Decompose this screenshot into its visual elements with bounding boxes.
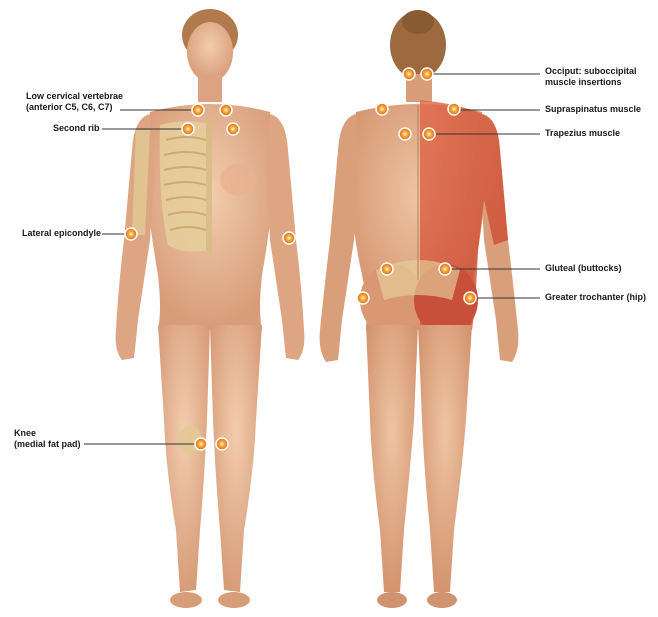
tender-point-icon (192, 104, 204, 116)
tender-point-icon (399, 128, 411, 140)
tender-point-icon (195, 438, 207, 450)
label-knee-line2: (medial fat pad) (14, 439, 81, 450)
label-greater-trochanter: Greater trochanter (hip) (545, 292, 646, 303)
tender-point-icon (220, 104, 232, 116)
tender-point-icon (227, 123, 239, 135)
tender-point-icon (421, 68, 433, 80)
tender-point-icon (376, 103, 388, 115)
front-foot-left (170, 592, 202, 608)
back-leg-left (366, 325, 418, 592)
tender-point-icon (403, 68, 415, 80)
label-second-rib: Second rib (53, 123, 100, 134)
front-leg-right (210, 325, 262, 592)
label-low-cervical-vertebrae: Low cervical vertebrae (anterior C5, C6,… (26, 91, 123, 113)
back-hair-bun (402, 10, 434, 34)
label-occiput-line1: Occiput: suboccipital (545, 66, 637, 77)
tender-point-icon (182, 123, 194, 135)
front-neck (198, 76, 222, 102)
front-foot-right (218, 592, 250, 608)
label-gluteal: Gluteal (buttocks) (545, 263, 622, 274)
label-low-cervical-line1: Low cervical vertebrae (26, 91, 123, 102)
tender-point-icon (216, 438, 228, 450)
tender-point-icon (125, 228, 137, 240)
tender-point-icon (423, 128, 435, 140)
back-leg-right (418, 325, 472, 592)
front-chest-shading (220, 164, 256, 196)
label-occiput-line2: muscle insertions (545, 77, 637, 88)
tender-point-icon (357, 292, 369, 304)
tender-point-icon (283, 232, 295, 244)
tender-point-icon (439, 263, 451, 275)
back-arm-left (320, 114, 358, 362)
label-knee: Knee (medial fat pad) (14, 428, 81, 450)
label-lateral-epicondyle: Lateral epicondyle (22, 228, 101, 239)
label-occiput: Occiput: suboccipital muscle insertions (545, 66, 637, 88)
label-supraspinatus: Supraspinatus muscle (545, 104, 641, 115)
label-knee-line1: Knee (14, 428, 81, 439)
tender-point-icon (448, 103, 460, 115)
back-figure (320, 10, 519, 608)
tender-point-icon (381, 263, 393, 275)
front-leg-left (158, 325, 210, 592)
back-foot-left (377, 592, 407, 608)
label-low-cervical-line2: (anterior C5, C6, C7) (26, 102, 123, 113)
back-foot-right (427, 592, 457, 608)
front-head (187, 22, 233, 82)
front-figure (116, 9, 305, 608)
tender-point-icon (464, 292, 476, 304)
label-trapezius: Trapezius muscle (545, 128, 620, 139)
